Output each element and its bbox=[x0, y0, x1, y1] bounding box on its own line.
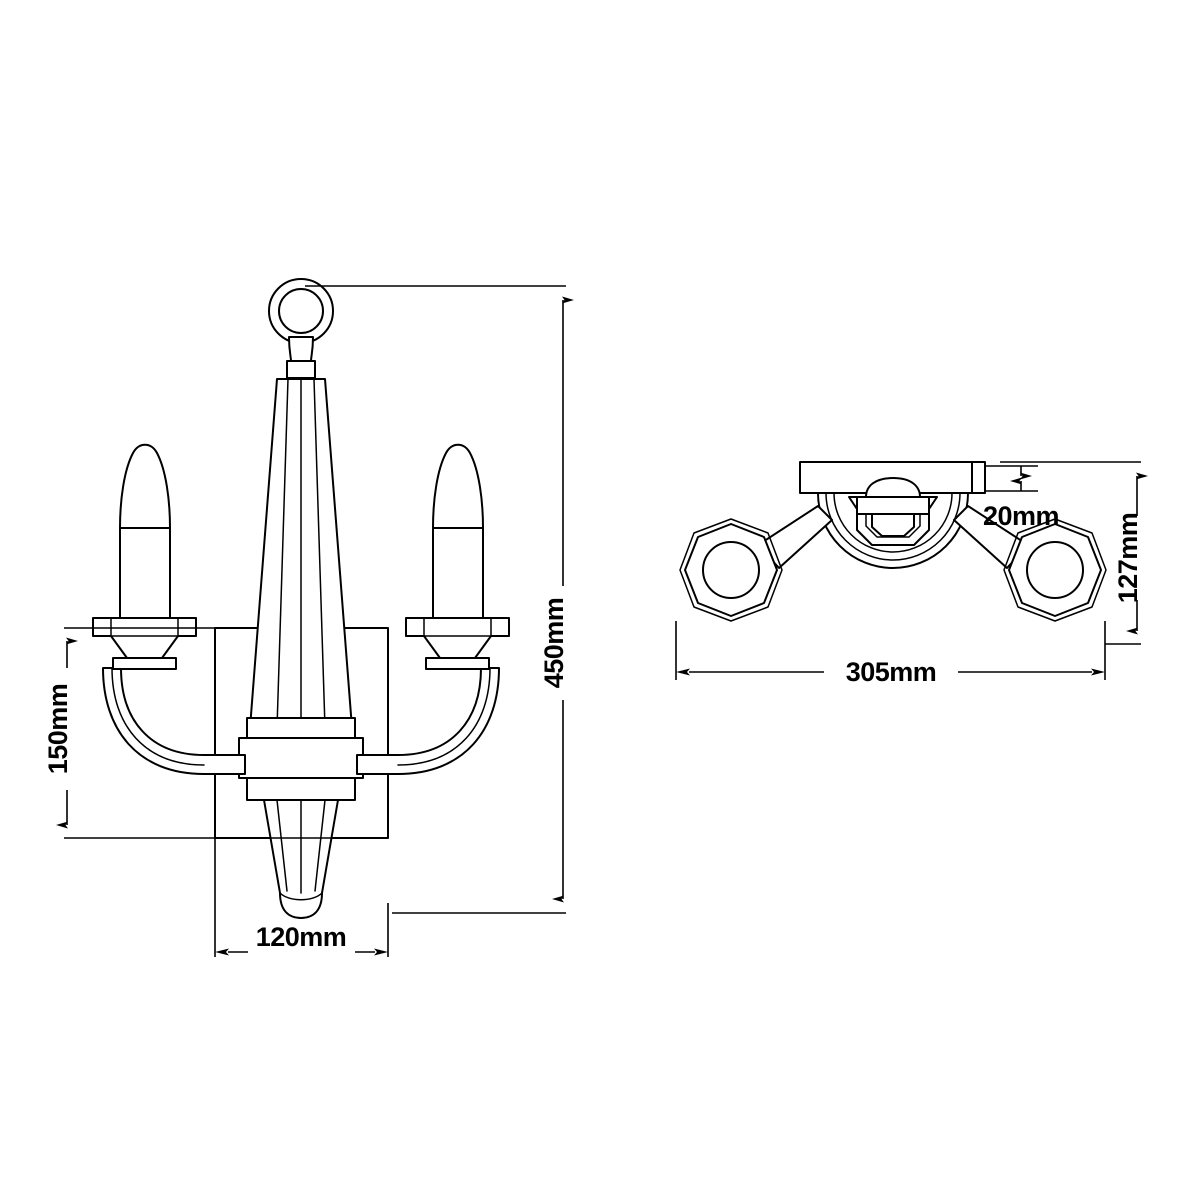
right-pan-base-ring bbox=[425, 657, 490, 670]
dimension-backplate-thickness: 20mm bbox=[983, 465, 1060, 531]
plan-canopy-ring-2 bbox=[825, 492, 961, 561]
dimension-arm-drop-height: 150mm bbox=[43, 627, 388, 839]
right-arm-assembly bbox=[356, 443, 510, 775]
finial-ball bbox=[288, 336, 314, 362]
central-column bbox=[238, 278, 364, 919]
dimension-overall-width: 305mm bbox=[675, 621, 1106, 687]
plan-right-candle-pan bbox=[1003, 518, 1107, 622]
right-bulb bbox=[432, 443, 484, 529]
left-candle-pan bbox=[92, 617, 197, 659]
left-pan-base-ring bbox=[112, 657, 177, 670]
dim-label-20: 20mm bbox=[983, 501, 1059, 531]
top-plan-view: 305mm 127mm 20mm bbox=[675, 461, 1148, 687]
drop-flute-right bbox=[314, 799, 326, 892]
dim-label-127: 127mm bbox=[1113, 513, 1143, 604]
dim-label-120: 120mm bbox=[256, 922, 347, 952]
column-hub-upper-band bbox=[246, 717, 356, 739]
plan-right-pan-octagon-outer bbox=[1003, 518, 1107, 622]
plan-hub-lower-facet bbox=[871, 513, 915, 537]
plan-canopy-ring-3 bbox=[833, 492, 953, 553]
left-arm-tube-center-line bbox=[111, 667, 205, 766]
dim-label-305: 305mm bbox=[846, 657, 937, 687]
left-arm-tube bbox=[102, 667, 246, 775]
right-candle-pan bbox=[405, 617, 510, 659]
left-arm-assembly bbox=[92, 443, 246, 775]
dim-label-150: 150mm bbox=[43, 684, 73, 775]
plan-right-pan-bore bbox=[1026, 541, 1084, 599]
dimension-backplate-width: 120mm bbox=[214, 838, 389, 957]
drop-flute-left bbox=[276, 799, 288, 892]
right-candle-tube bbox=[432, 527, 484, 619]
left-bulb bbox=[119, 443, 171, 529]
ring-finial-inner bbox=[278, 288, 324, 334]
plan-left-pan-bore bbox=[702, 541, 760, 599]
dimension-projection-depth: 127mm bbox=[1000, 461, 1148, 645]
finial-collar bbox=[286, 360, 316, 379]
plan-hub-dome bbox=[865, 477, 921, 498]
front-elevation-view: 450mm 150mm 120mm bbox=[43, 278, 574, 957]
plan-left-candle-pan bbox=[679, 518, 783, 622]
dimension-overall-height: 450mm bbox=[305, 285, 574, 914]
column-hub-center-block bbox=[238, 737, 364, 779]
right-arm-tube-center-line bbox=[397, 667, 491, 766]
dim-label-450: 450mm bbox=[539, 598, 569, 689]
column-flute-right bbox=[313, 378, 326, 729]
column-hub-lower-band bbox=[246, 777, 356, 801]
drop-tip-seam bbox=[279, 892, 323, 901]
column-flute-left bbox=[276, 378, 289, 729]
plan-left-pan-octagon-outer bbox=[679, 518, 783, 622]
right-arm-tube bbox=[356, 667, 500, 775]
plan-hub-band bbox=[856, 496, 930, 515]
left-candle-tube bbox=[119, 527, 171, 619]
